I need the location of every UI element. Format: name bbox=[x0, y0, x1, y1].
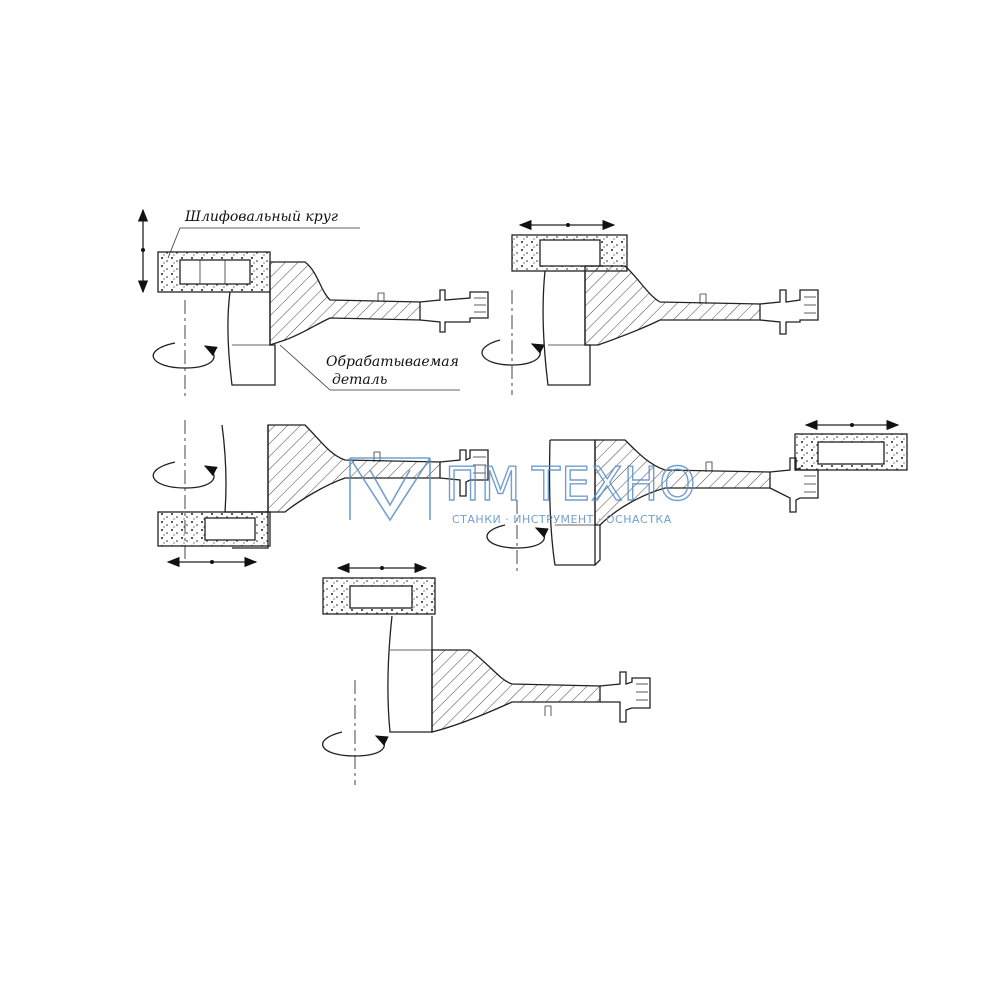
view-2 bbox=[481, 219, 819, 395]
view-4 bbox=[486, 419, 908, 575]
watermark-tagline: СТАНКИ · ИНСТРУМЕНТ · ОСНАСТКА bbox=[452, 513, 672, 526]
watermark-brand-left: ПМ bbox=[445, 457, 521, 511]
workpiece-label-line2: деталь bbox=[332, 372, 387, 388]
watermark-brand-right: ТЕХНО bbox=[531, 457, 696, 511]
view-5 bbox=[322, 562, 651, 785]
watermark: ПМ ТЕХНО СТАНКИ · ИНСТРУМЕНТ · ОСНАСТКА bbox=[349, 456, 696, 526]
view-1: Шлифовальный круг Обрабатываемая деталь bbox=[137, 208, 489, 400]
view-3 bbox=[152, 420, 489, 568]
watermark-logo-icon bbox=[349, 457, 431, 522]
workpiece-label-line1: Обрабатываемая bbox=[326, 354, 459, 370]
grinding-wheel-label: Шлифовальный круг bbox=[184, 209, 338, 225]
